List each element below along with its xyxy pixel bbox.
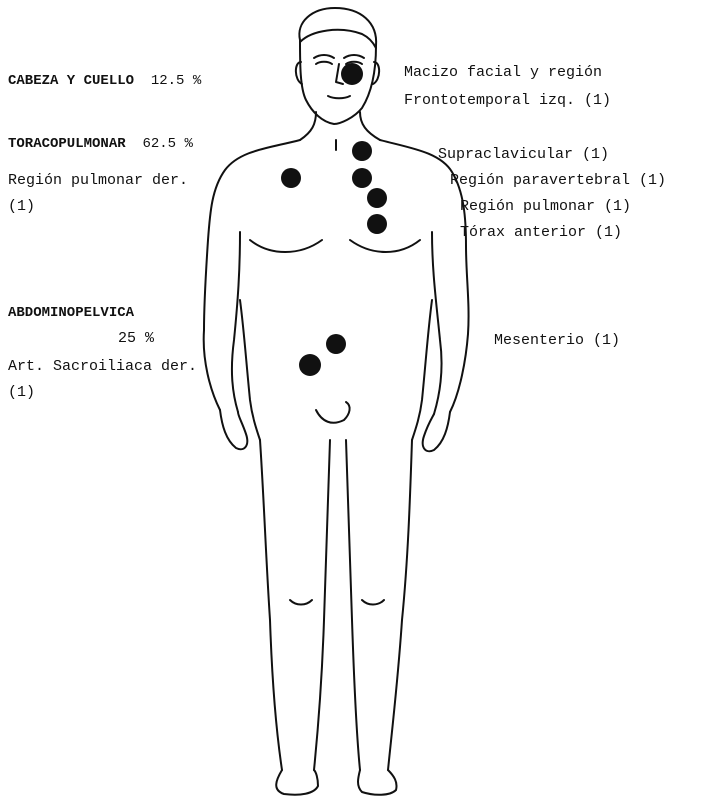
marker-torax-anterior [367, 214, 387, 234]
neck-right [360, 112, 380, 140]
site-sacroiliaca-line2: (1) [8, 384, 35, 402]
groin [316, 402, 350, 423]
site-facial-line2: Frontotemporal izq. (1) [404, 92, 611, 110]
head-neck-label: CABEZA Y CUELLO 12.5 % [8, 72, 201, 90]
marker-paravertebral [352, 168, 372, 188]
left-hand [220, 410, 247, 449]
arm-inner-left [232, 232, 240, 412]
marker-mesenterio [326, 334, 346, 354]
left-foot [276, 770, 318, 795]
marker-pulmonar [367, 188, 387, 208]
leg-left-outer [260, 440, 282, 770]
abdominopelvic-label: ABDOMINOPELVICA [8, 304, 134, 322]
arm-inner-right [432, 232, 442, 414]
chest-left [250, 240, 322, 252]
hair-line [300, 30, 376, 48]
waist-left [240, 300, 260, 440]
eyebrow-right [344, 55, 364, 58]
site-sacroiliaca-line1: Art. Sacroiliaca der. [8, 358, 197, 376]
marker-supraclavicular [352, 141, 372, 161]
site-pulmonar-der-line2: (1) [8, 198, 35, 216]
site-supraclavicular: Supraclavicular (1) [438, 146, 609, 164]
right-foot [358, 770, 397, 795]
marker-sacroiliaca-der [299, 354, 321, 376]
site-pulmonar: Región pulmonar (1) [460, 198, 631, 216]
site-mesenterio: Mesenterio (1) [494, 332, 620, 350]
marker-pulmonar-der [281, 168, 301, 188]
neck-left [300, 112, 316, 140]
knee-right [362, 600, 384, 605]
knee-left [290, 600, 312, 605]
site-torax-anterior: Tórax anterior (1) [460, 224, 622, 242]
thoracopulmonary-label: TORACOPULMONAR 62.5 % [8, 135, 193, 153]
waist-right [412, 300, 432, 440]
abdominopelvic-percent: 25 % [118, 330, 154, 348]
leg-left-inner [314, 440, 330, 770]
chest-right [350, 240, 420, 252]
mouth [328, 96, 350, 98]
right-hand [423, 412, 450, 451]
markers-group [281, 63, 387, 376]
eye-left [316, 62, 332, 64]
site-facial-line1: Macizo facial y región [404, 64, 602, 82]
eyebrow-left [314, 55, 334, 58]
marker-facial-frontotemporal [341, 63, 363, 85]
leg-right-inner [346, 440, 360, 770]
leg-right-outer [388, 440, 412, 770]
site-paravertebral: Región paravertebral (1) [450, 172, 666, 190]
site-pulmonar-der-line1: Región pulmonar der. [8, 172, 188, 190]
